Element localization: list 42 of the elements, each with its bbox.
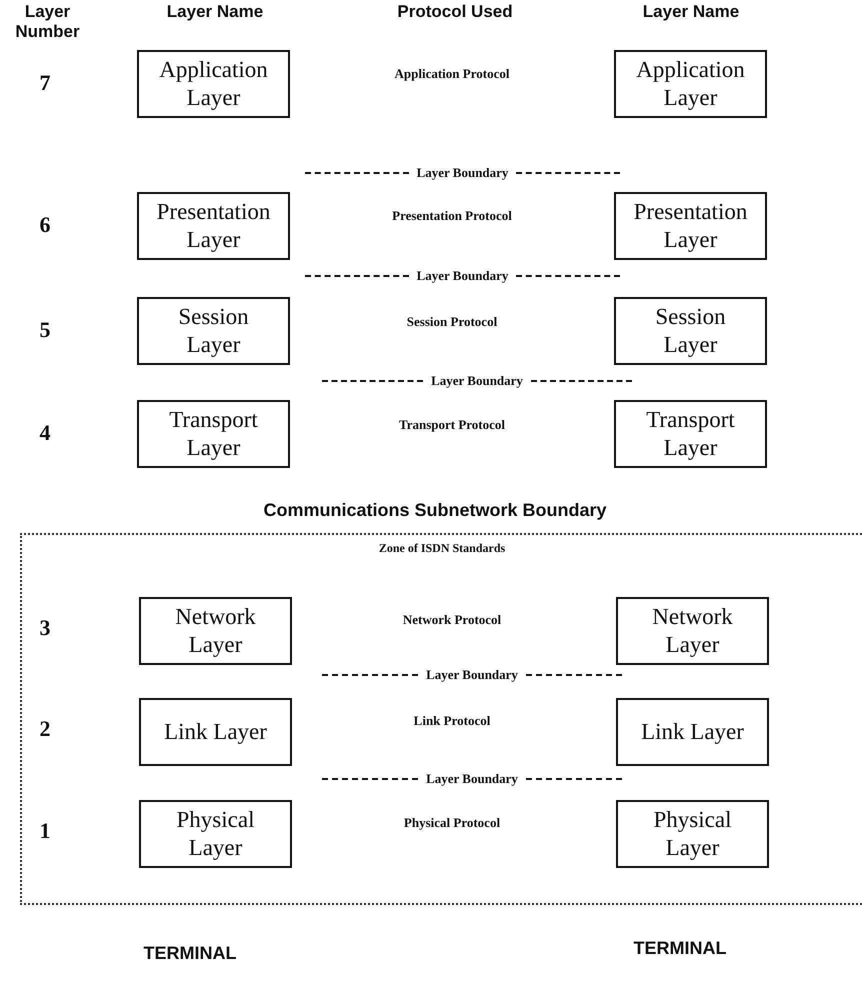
protocol-label: Presentation Protocol <box>392 207 512 225</box>
boundary-label: Layer Boundary <box>426 771 518 787</box>
layer-box: Presentation Layer <box>137 192 290 260</box>
layer-number: 4 <box>38 420 52 446</box>
layer-box: Application Layer <box>137 50 290 118</box>
layer-box: Physical Layer <box>616 800 769 868</box>
protocol-label: Application Protocol <box>394 65 510 83</box>
layer-box: Session Layer <box>137 297 290 365</box>
zone-boundary <box>20 533 862 905</box>
layer-number: 6 <box>38 212 52 238</box>
protocol-label: Transport Protocol <box>398 416 506 434</box>
layer-box: Transport Layer <box>137 400 290 468</box>
protocol-label: Physical Protocol <box>402 814 502 832</box>
boundary-label: Layer Boundary <box>416 268 508 284</box>
column-header: Layer Number <box>14 2 81 42</box>
layer-box: Physical Layer <box>139 800 292 868</box>
layer-number: 5 <box>38 317 52 342</box>
zone-title: Zone of ISDN Standards <box>378 541 506 556</box>
column-header: Layer Name <box>642 2 740 22</box>
protocol-label: Network Protocol <box>402 611 502 629</box>
boundary-label: Layer Boundary <box>426 667 518 683</box>
terminal-label: TERMINAL <box>632 938 728 959</box>
layer-box: Link Layer <box>139 698 292 766</box>
column-header: Protocol Used <box>396 2 514 22</box>
protocol-label: Link Protocol <box>412 712 492 730</box>
layer-box: Transport Layer <box>614 400 767 468</box>
boundary-label: Layer Boundary <box>431 373 523 389</box>
column-header: Layer Name <box>166 2 264 22</box>
protocol-label: Session Protocol <box>406 313 498 331</box>
layer-number: 3 <box>38 615 52 640</box>
layer-box: Session Layer <box>614 297 767 365</box>
layer-box: Presentation Layer <box>614 192 767 260</box>
subnetwork-boundary-label: Communications Subnetwork Boundary <box>262 500 608 521</box>
layer-box: Network Layer <box>616 597 769 665</box>
layer-number: 2 <box>38 716 52 742</box>
terminal-label: TERMINAL <box>142 943 238 964</box>
layer-box: Network Layer <box>139 597 292 665</box>
layer-number: 1 <box>38 818 52 844</box>
boundary-label: Layer Boundary <box>416 165 508 181</box>
layer-number: 7 <box>38 70 52 96</box>
layer-box: Link Layer <box>616 698 769 766</box>
layer-box: Application Layer <box>614 50 767 118</box>
